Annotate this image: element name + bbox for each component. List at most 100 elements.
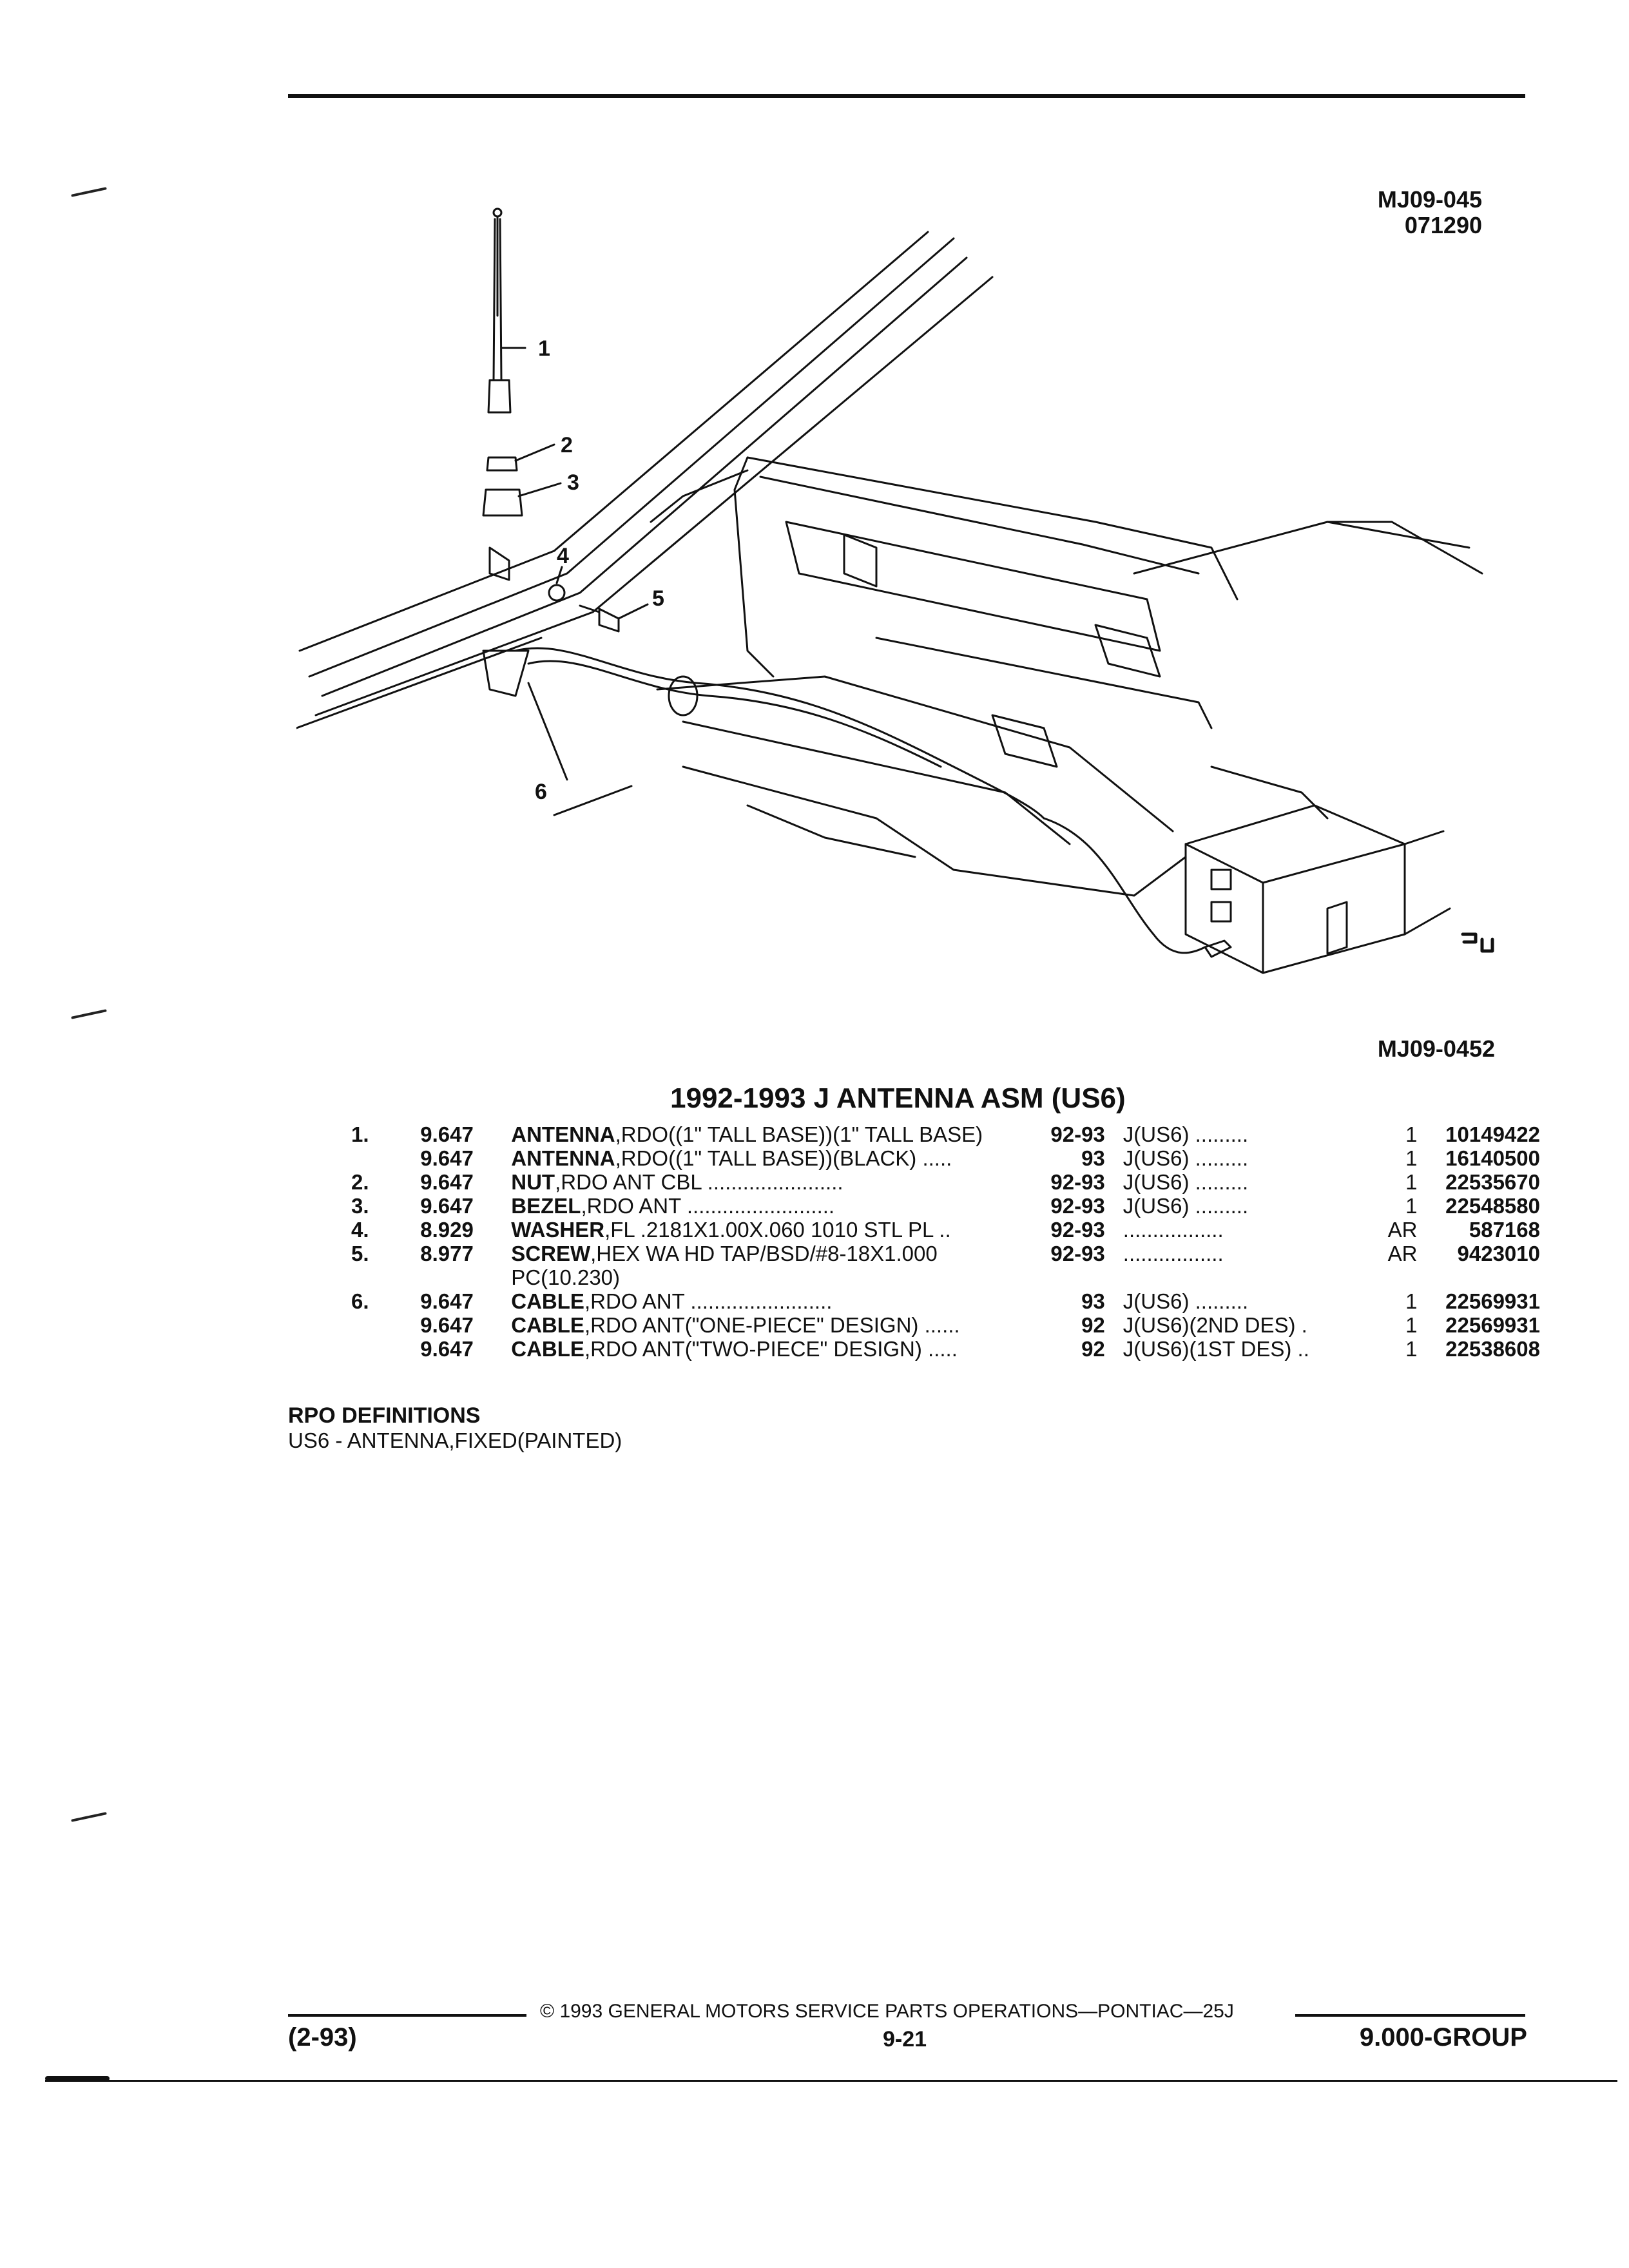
quantity: 1 [1405,1146,1418,1170]
table-row: 2. 9.647 NUT,RDO ANT CBL ...............… [335,1170,1540,1194]
antenna-assembly-illustration: 1 2 3 4 5 6 [296,207,1494,974]
callout-3: 3 [567,470,579,495]
part-name: NUT [511,1170,555,1194]
part-number: 16140500 [1445,1146,1540,1170]
part-description: NUT,RDO ANT CBL ....................... [502,1170,1030,1194]
rpo-line: US6 - ANTENNA,FIXED(PAINTED) [288,1428,622,1452]
item-index: 4. [351,1218,369,1242]
item-index: 1. [351,1122,369,1146]
washer-and-screw [548,584,620,633]
part-description: CABLE,RDO ANT ........................ [502,1289,1030,1313]
catalog-code: ................. [1123,1218,1224,1242]
table-row: 9.647 CABLE,RDO ANT("TWO-PIECE" DESIGN) … [335,1337,1540,1361]
part-description: WASHER,FL .2181X1.00X.060 1010 STL PL .. [502,1218,1030,1242]
callout-leaders [500,347,649,816]
table-row: 1. 9.647 ANTENNA,RDO((1" TALL BASE))(1" … [335,1122,1540,1146]
part-detail: ,RDO ANT CBL ....................... [555,1170,843,1194]
catalog-code: J(US6) ......... [1123,1170,1249,1194]
part-description: SCREW,HEX WA HD TAP/BSD/#8-18X1.000 PC(1… [502,1242,1030,1289]
drawing-code-top: MJ09-045 071290 [1315,187,1482,238]
item-index: 3. [351,1194,369,1218]
part-number: 22569931 [1445,1289,1540,1313]
footer-rule-left [288,2014,526,2017]
group-number: 9.647 [420,1146,474,1170]
footer-date-code: (2-93) [288,2023,357,2052]
part-detail: ,RDO ANT("ONE-PIECE" DESIGN) ...... [584,1313,960,1337]
quantity: 1 [1405,1194,1418,1218]
group-number: 8.977 [420,1242,474,1265]
group-number: 9.647 [420,1337,474,1361]
footer-group: 9.000-GROUP [1359,2023,1527,2052]
rpo-heading: RPO DEFINITIONS [288,1403,481,1428]
quantity: AR [1387,1242,1418,1265]
part-name: CABLE [511,1289,584,1313]
margin-mark [71,187,107,197]
table-row: 6. 9.647 CABLE,RDO ANT .................… [335,1289,1540,1313]
part-description: CABLE,RDO ANT("TWO-PIECE" DESIGN) ..... [502,1337,1030,1361]
callout-numbers: 1 2 3 4 5 6 [535,336,664,804]
part-description: ANTENNA,RDO((1" TALL BASE))(BLACK) ..... [502,1146,1030,1170]
part-detail: ,FL .2181X1.00X.060 1010 STL PL .. [604,1218,951,1242]
years: 92-93 [1050,1218,1105,1242]
callout-1: 1 [538,336,550,361]
footer-copyright: © 1993 GENERAL MOTORS SERVICE PARTS OPER… [540,2001,1234,2022]
table-row: 9.647 ANTENNA,RDO((1" TALL BASE))(BLACK)… [335,1146,1540,1170]
catalog-code: J(US6) ......... [1123,1122,1249,1146]
catalog-code: J(US6) ......... [1123,1194,1249,1218]
footer-rule-right [1295,2014,1525,2017]
drawing-code-line: MJ09-045 [1377,186,1482,213]
table-row: 9.647 CABLE,RDO ANT("ONE-PIECE" DESIGN) … [335,1313,1540,1337]
part-name: BEZEL [511,1194,581,1218]
table-row: 3. 9.647 BEZEL,RDO ANT .................… [335,1194,1540,1218]
years: 92 [1081,1337,1105,1361]
callout-5: 5 [652,586,664,611]
catalog-code: J(US6) ......... [1123,1146,1249,1170]
quantity: 1 [1405,1313,1418,1337]
top-rule [288,94,1525,98]
group-number: 9.647 [420,1170,474,1194]
part-number: 22569931 [1445,1313,1540,1337]
part-detail: ,RDO((1" TALL BASE))(BLACK) ..... [615,1146,952,1170]
catalog-code: ................. [1123,1242,1224,1265]
drawing-code-line: 071290 [1404,212,1482,238]
part-number: 22535670 [1445,1170,1540,1194]
part-number: 10149422 [1445,1122,1540,1146]
engine-tray [656,675,1329,897]
part-detail: ,HEX WA HD TAP/BSD/#8-18X1.000 PC(10.230… [511,1242,938,1289]
quantity: 1 [1405,1170,1418,1194]
quantity: AR [1387,1218,1418,1242]
part-detail: ,RDO ANT("TWO-PIECE" DESIGN) ..... [584,1337,958,1361]
item-index [335,1313,420,1337]
item-index [335,1337,420,1361]
callout-4: 4 [557,544,569,568]
part-name: ANTENNA [511,1122,615,1146]
antenna-mast [482,207,523,581]
publisher-logo [1461,932,1494,953]
group-number: 9.647 [420,1313,474,1337]
bottom-scan-line [45,2080,1617,2082]
years: 92-93 [1050,1242,1105,1265]
years: 92-93 [1050,1170,1105,1194]
part-name: SCREW [511,1242,591,1265]
item-index: 6. [351,1289,369,1313]
part-name: CABLE [511,1337,584,1361]
cowl-panel [733,456,1483,729]
group-number: 8.929 [420,1218,474,1242]
bottom-scan-mark [45,2076,110,2081]
part-number: 22538608 [1445,1337,1540,1361]
quantity: 1 [1405,1122,1418,1146]
part-description: BEZEL,RDO ANT ......................... [502,1194,1030,1218]
parts-table: 1. 9.647 ANTENNA,RDO((1" TALL BASE))(1" … [335,1122,1540,1361]
part-name: WASHER [511,1218,605,1242]
drawing-code-bottom: MJ09-0452 [1377,1035,1495,1062]
footer-page-number: 9-21 [883,2027,927,2052]
item-index: 2. [351,1170,369,1194]
group-number: 9.647 [420,1289,474,1313]
callout-6: 6 [535,780,547,804]
item-index [335,1146,420,1170]
part-name: ANTENNA [511,1146,615,1170]
item-index: 5. [351,1242,369,1265]
part-name: CABLE [511,1313,584,1337]
margin-mark [71,1009,107,1019]
part-number: 22548580 [1445,1194,1540,1218]
